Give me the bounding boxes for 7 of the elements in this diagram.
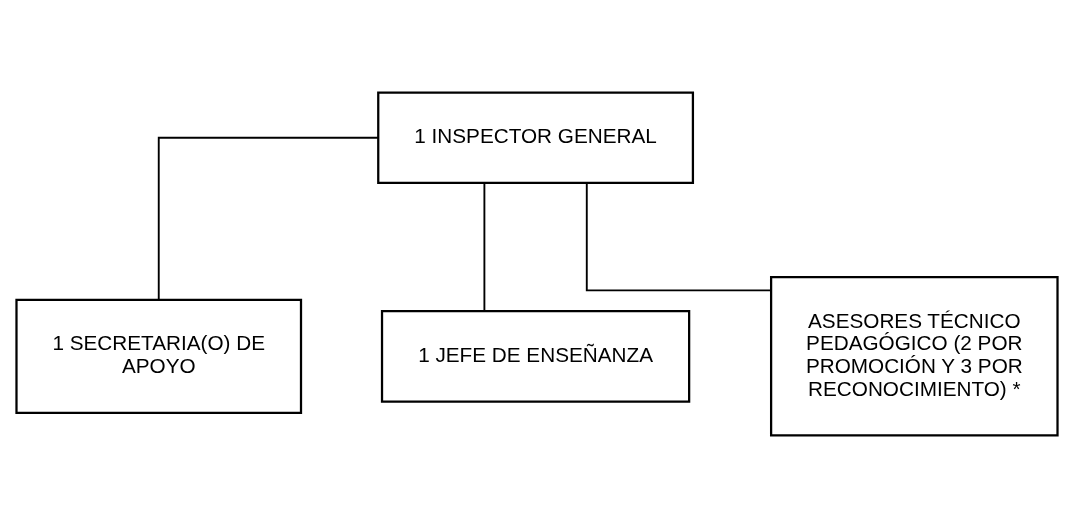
node-box: 1 JEFE DE ENSEÑANZA — [380, 309, 691, 403]
node-box: 1 INSPECTOR GENERAL — [377, 90, 695, 184]
connector — [483, 181, 486, 312]
node-box: 1 SECRETARIA(O) DE APOYO — [15, 298, 303, 414]
connector — [585, 182, 772, 291]
connector — [157, 136, 379, 300]
node-box: ASESORES TÉCNICO PEDAGÓGICO (2 POR PROMOCIÓN Y 3 POR RECONOCIMIENTO) * — [770, 275, 1059, 437]
